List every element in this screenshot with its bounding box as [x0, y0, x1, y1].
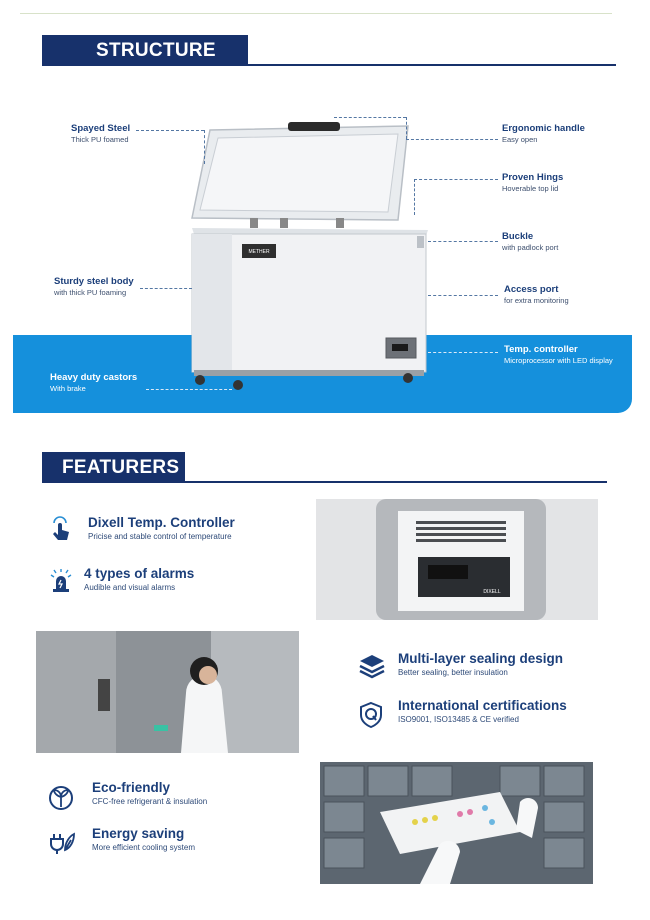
leader-line: [406, 117, 407, 139]
callout-access-port: Access port for extra monitoring: [504, 284, 569, 305]
feature-sub: Better sealing, better insulation: [398, 668, 508, 677]
feature-sub: Audible and visual alarms: [84, 583, 176, 592]
callout-sub: Hoverable top lid: [502, 184, 559, 193]
leader-line: [204, 130, 205, 164]
callout-sub: for extra monitoring: [504, 296, 569, 305]
leader-line: [414, 179, 498, 180]
callout-sturdy-body: Sturdy steel body with thick PU foaming: [54, 276, 134, 297]
brand-plate: METHER: [248, 249, 270, 255]
callout-sub: Thick PU foamed: [71, 135, 129, 144]
callout-title: Heavy duty castors: [50, 372, 138, 383]
feature-title: Dixell Temp. Controller: [88, 515, 235, 530]
leader-line: [428, 241, 498, 242]
feature-title: Energy saving: [92, 826, 185, 841]
callout-buckle: Buckle with padlock port: [502, 231, 558, 252]
callout-title: Sturdy steel body: [54, 276, 134, 287]
structure-title: STRUCTURE: [96, 40, 216, 61]
lab-worker-photo: [36, 631, 299, 753]
feature-sub: ISO9001, ISO13485 & CE verified: [398, 715, 519, 724]
callout-title: Ergonomic handle: [502, 123, 585, 134]
leader-line: [334, 117, 406, 118]
callout-title: Proven Hings: [502, 172, 564, 183]
callout-title: Access port: [504, 284, 559, 295]
layers-icon: [358, 653, 385, 679]
callout-sub: with thick PU foaming: [54, 288, 127, 297]
features-title: FEATURERS: [62, 457, 180, 478]
callout-sub: Easy open: [502, 135, 538, 144]
feature-dixell: Dixell Temp. Controller Pricise and stab…: [88, 515, 235, 541]
sample-rack-photo: [320, 762, 593, 884]
callout-title: Spayed Steel: [71, 123, 131, 134]
leader-line: [414, 179, 415, 215]
top-divider: [20, 13, 612, 14]
feature-title: 4 types of alarms: [84, 566, 195, 581]
quality-shield-icon: [358, 701, 384, 729]
leader-line: [136, 130, 204, 131]
leader-line: [428, 352, 498, 353]
structure-rule: [42, 64, 616, 66]
alarm-icon: [48, 567, 74, 593]
feature-alarms: 4 types of alarms Audible and visual ala…: [84, 566, 194, 592]
leader-line: [428, 295, 498, 296]
callout-sub: With brake: [50, 384, 86, 393]
callout-hinges: Proven Hings Hoverable top lid: [502, 172, 563, 193]
callout-sub: with padlock port: [502, 243, 559, 252]
controller-brand: DIXELL: [483, 589, 500, 595]
feature-title: International certifications: [398, 698, 567, 713]
callout-sub: Microprocessor with LED display: [504, 356, 613, 365]
feature-eco: Eco-friendly CFC-free refrigerant & insu…: [92, 780, 207, 806]
features-heading: FEATURERS: [42, 452, 185, 483]
callout-title: Buckle: [502, 231, 534, 242]
eco-icon: [48, 785, 74, 811]
feature-title: Multi-layer sealing design: [398, 651, 564, 666]
feature-sub: Pricise and stable control of temperatur…: [88, 532, 232, 541]
features-rule: [42, 481, 607, 483]
feature-sub: More efficient cooling system: [92, 843, 196, 852]
controller-photo: DIXELL: [316, 499, 598, 620]
plug-leaf-icon: [48, 830, 75, 856]
leader-line: [406, 139, 498, 140]
feature-title: Eco-friendly: [92, 780, 171, 795]
callout-handle: Ergonomic handle Easy open: [502, 123, 585, 144]
feature-sealing: Multi-layer sealing design Better sealin…: [398, 651, 563, 677]
feature-energy: Energy saving More efficient cooling sys…: [92, 826, 195, 852]
feature-certs: International certifications ISO9001, IS…: [398, 698, 567, 724]
feature-sub: CFC-free refrigerant & insulation: [92, 797, 208, 806]
callout-title: Temp. controller: [504, 344, 578, 355]
callout-castors: Heavy duty castors With brake: [50, 372, 137, 393]
callout-temp-controller: Temp. controller Microprocessor with LED…: [504, 344, 613, 365]
leader-line: [146, 389, 232, 390]
leader-line: [140, 288, 192, 289]
structure-heading: STRUCTURE: [42, 35, 248, 66]
callout-sprayed-steel: Spayed Steel Thick PU foamed: [71, 123, 130, 144]
chest-freezer-image: METHER: [191, 122, 428, 390]
touch-icon: [48, 515, 74, 541]
